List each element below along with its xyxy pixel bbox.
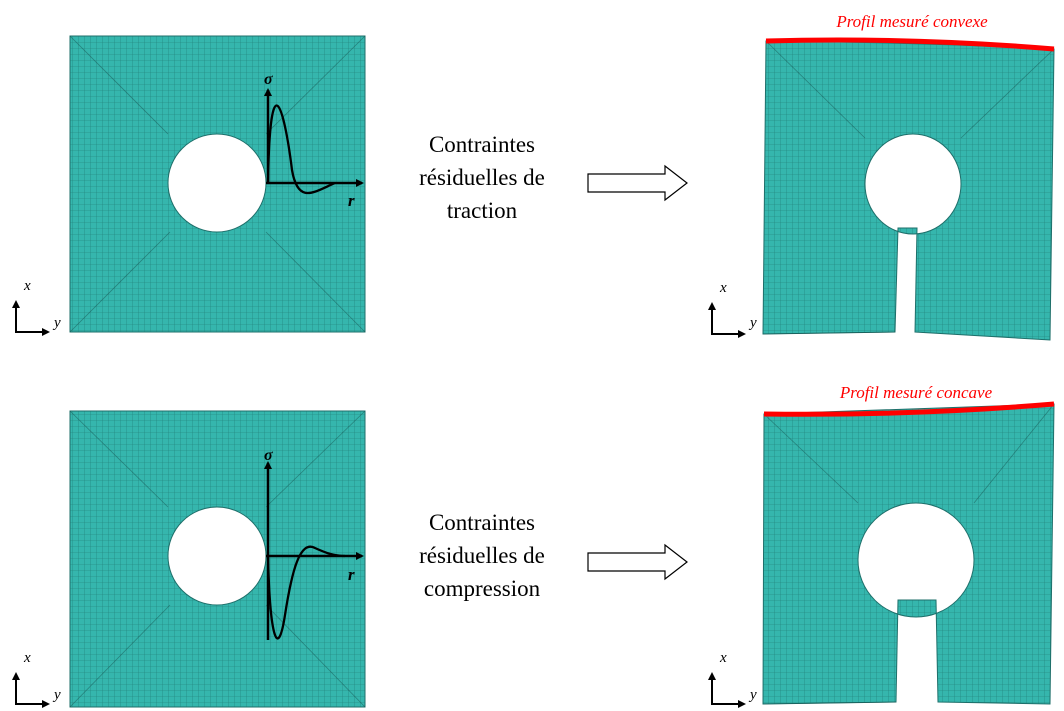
plate-deformed-concave [762, 403, 1055, 705]
caption-tension: Contraintes résiduelles de traction [382, 128, 582, 227]
plate-initial-compression [69, 410, 366, 708]
sigma-label-1: σ [264, 71, 273, 88]
caption-tension-line-1: Contraintes [428, 132, 536, 157]
x-label-4: x [719, 650, 727, 666]
caption-compression-line-2: résiduelles de [419, 543, 545, 568]
x-label-3: x [23, 650, 31, 666]
y-label-2: y [748, 315, 757, 331]
profile-label-concave: Profil mesuré concave [839, 383, 993, 402]
r-label-2: r [348, 565, 355, 584]
y-label-3: y [52, 687, 61, 703]
caption-tension-line-3: traction [446, 198, 518, 223]
caption-compression: Contraintes résiduelles de compression [382, 506, 582, 605]
caption-compression-line-1: Contraintes [428, 510, 536, 535]
stress-curve-compression [266, 545, 346, 640]
x-label-2: x [719, 280, 727, 296]
sigma-label-2: σ [264, 447, 273, 464]
y-label-1: y [52, 315, 61, 331]
coord-triad-1 [12, 300, 50, 336]
profile-label-convex: Profil mesuré convexe [835, 12, 988, 31]
stress-profile-compression [264, 461, 364, 640]
plate-initial-tension [69, 35, 366, 333]
stress-curve-tension [266, 104, 336, 194]
r-label-1: r [348, 191, 355, 210]
x-label-1: x [23, 278, 31, 294]
plate-deformed-convex [762, 40, 1055, 341]
y-label-4: y [748, 687, 757, 703]
hollow-arrow-2 [587, 543, 688, 581]
coord-triad-3 [12, 672, 50, 708]
caption-tension-line-2: résiduelles de [419, 165, 545, 190]
coord-triad-4 [708, 672, 746, 708]
profile-line-concave [763, 401, 1055, 417]
hollow-arrow-1 [587, 164, 688, 202]
caption-compression-line-3: compression [423, 576, 541, 601]
profile-line-convex [765, 37, 1055, 52]
stress-profile-tension [264, 88, 364, 194]
coord-triad-2 [708, 302, 746, 338]
